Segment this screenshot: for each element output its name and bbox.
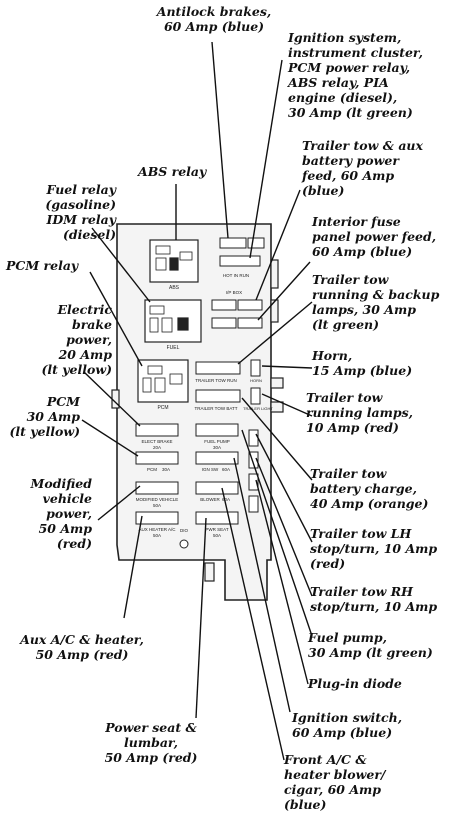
elect-brake-amp: 20A [153,445,161,450]
label-trailer-tow-running-backup: Trailer tow running & backup lamps, 30 A… [312,272,440,332]
label-trailer-tow-lh: Trailer tow LH stop/turn, 10 Amp (red) [310,526,438,571]
relay-abs-label: ABS [169,285,180,291]
label-ignition-system: Ignition system, instrument cluster, PCM… [288,30,423,120]
blower-label: BLOWER [200,497,220,502]
mounting-tab [270,377,284,389]
label-trailer-tow-running-lamps: Trailer tow running lamps, 10 Amp (red) [306,390,413,435]
fuse-elect-brake [135,423,179,437]
mounting-tab [204,562,215,582]
horn-label: HORN [250,378,262,383]
label-trailer-tow-aux-battery: Trailer tow & aux battery power feed, 60… [302,138,423,198]
mounting-tab [270,259,279,289]
trailer-light-label: TRAILER LIGHT [243,406,273,411]
fuse-interior-fuse-panel [211,317,263,329]
fuse-trailer-tow-rh [248,451,259,469]
label-aux-ac-heater: Aux A/C & heater, 50 Amp (red) [20,632,144,662]
hot-in-run-label: HOT IN RUN [223,273,249,278]
fuse-blower [195,481,239,495]
fuse-pcm [135,451,179,465]
fuel-pump-amp: 30A [213,445,221,450]
label-trailer-tow-rh: Trailer tow RH stop/turn, 10 Amp [310,584,438,614]
diode-label: DIO [180,528,189,533]
fuse-antilock-brakes [219,237,265,249]
fuse-trailer-tow-aux-battery [211,299,263,311]
trailer-tow-run-label: TRAILER TOW RUN [195,378,237,383]
label-abs-relay: ABS relay [138,164,207,179]
fuse-small-extra [248,473,259,513]
mounting-tab [270,401,284,413]
label-electric-brake-power: Electric brake power, 20 Amp (lt yellow) [41,302,112,377]
fuse-trailer-tow-battery-charge [195,389,241,403]
relay-fuel-label: FUEL [167,345,180,351]
blower-amp: 60A [222,497,230,502]
fuse-horn [250,359,261,377]
fuse-modified-vehicle [135,481,179,495]
pwr-seat-label: PWR SEAT [205,527,228,532]
ign-sw-label: IGN SW [202,467,219,472]
label-antilock-brakes: Antilock brakes, 60 Amp (blue) [156,4,272,34]
label-fuel-relay: Fuel relay (gasoline) IDM relay (diesel) [45,182,116,242]
label-horn: Horn, 15 Amp (blue) [312,348,413,378]
pcm-fuse-label: PCM [147,467,157,472]
label-modified-vehicle-power: Modified vehicle power, 50 Amp (red) [30,476,92,551]
modified-vehicle-amp: 50A [153,503,161,508]
leader-lines [81,41,313,761]
relay-fuel [144,299,202,343]
aux-heater-label: AUX HEATER A/C [139,527,177,532]
relay-pcm [137,359,189,403]
pcm-fuse-amp: 30A [162,467,170,472]
mounting-tab [270,299,279,323]
ign-sw-amp: 60A [222,467,230,472]
fuse-pwr-seat [195,511,239,525]
label-plug-in-diode: Plug-in diode [308,676,402,691]
trailer-tow-batt-label: TRAILER TOW BATT [194,406,237,411]
label-pcm-30: PCM 30 Amp (lt yellow) [9,394,80,439]
fuse-ignition-system [219,255,261,267]
fuse-fuel-pump [195,423,239,437]
label-trailer-tow-battery-charge: Trailer tow battery charge, 40 Amp (oran… [310,466,429,511]
relay-abs [149,239,199,283]
pwr-seat-amp: 50A [213,533,221,538]
fuse-trailer-tow-running-lamps [250,387,261,405]
diode-socket [179,539,189,549]
fuse-aux-heater [135,511,179,525]
i-p-box-label: I/P BOX [226,290,242,295]
fuse-trailer-tow-lh [248,429,259,447]
modified-vehicle-label: MODIFIED VEHICLE [136,497,179,502]
aux-heater-amp: 50A [153,533,161,538]
fuse-trailer-tow-running-backup [195,361,241,375]
fuse-ign-sw [195,451,239,465]
label-power-seat-lumbar: Power seat & lumbar, 50 Amp (red) [104,720,198,765]
label-front-ac-heater: Front A/C & heater blower/ cigar, 60 Amp… [284,752,386,812]
label-pcm-relay: PCM relay [6,258,79,273]
label-ignition-switch: Ignition switch, 60 Amp (blue) [292,710,403,740]
label-fuel-pump: Fuel pump, 30 Amp (lt green) [308,630,433,660]
relay-pcm-label: PCM [157,405,168,411]
fuel-pump-label: FUEL PUMP [204,439,230,444]
label-interior-fuse-panel: Interior fuse panel power feed, 60 Amp (… [312,214,437,259]
elect-brake-label: ELECT BRAKE [142,439,173,444]
